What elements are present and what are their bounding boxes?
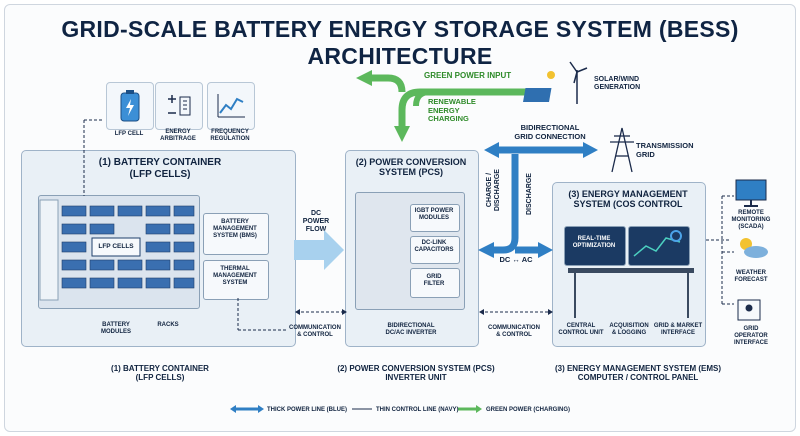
remote-monitoring-label: REMOTE MONITORING (SCADA)	[731, 210, 771, 230]
thermal-box	[203, 260, 269, 300]
grid-filter-box	[410, 268, 460, 298]
pcs-header: (2) POWER CONVERSION SYSTEM (PCS)	[355, 157, 467, 178]
acquisition-logging-label: ACQUISITION & LOGGING	[609, 323, 649, 336]
solar-wind-label: SOLAR/WIND GENERATION	[594, 76, 641, 92]
chart-trend-icon	[207, 82, 255, 130]
legend-thin-control: THIN CONTROL LINE (NAVY)	[376, 407, 459, 413]
communication-control-label-2: COMMUNICATION & CONTROL	[488, 325, 540, 338]
page-title: GRID-SCALE BATTERY ENERGY STORAGE SYSTEM…	[61, 16, 739, 69]
battery-cell-icon	[106, 82, 154, 130]
grid-filter-label: GRID FILTER	[423, 274, 445, 287]
green-power-input-label: GREEN POWER INPUT	[424, 71, 512, 80]
bms-box	[203, 213, 269, 255]
racks-label: RACKS	[157, 322, 179, 328]
bms-label: BATTERY MANAGEMENT SYSTEM (BMS)	[213, 219, 257, 239]
grid-market-label: GRID & MARKET INTERFACE	[653, 323, 703, 336]
legend-green-power: GREEN POWER (CHARGING)	[486, 407, 570, 413]
communication-control-label-1: COMMUNICATION & CONTROL	[289, 325, 341, 338]
dc-power-flow-label: DC POWER FLOW	[302, 210, 330, 234]
caption-pcs: (2) POWER CONVERSION SYSTEM (PCS) INVERT…	[337, 364, 495, 383]
energy-arbitrage-label: ENERGY ARBITRAGE	[160, 129, 196, 142]
renewable-charging-label: RENEWABLE ENERGY CHARGING	[428, 97, 476, 124]
bidirectional-inverter-label: BIDIRECTIONAL DC/AC INVERTER	[385, 323, 437, 336]
battery-container-header: (1) BATTERY CONTAINER (LFP CELLS)	[98, 157, 222, 180]
charge-discharge-label: CHARGE / DISCHARGE	[485, 169, 501, 212]
dc-link-label: DC-LINK CAPACITORS	[414, 240, 454, 253]
battery-modules-label: BATTERY MODULES	[101, 322, 131, 335]
bidirectional-grid-label: BIDIRECTIONAL GRID CONNECTION	[514, 123, 586, 141]
legend-thick-power: THICK POWER LINE (BLUE)	[267, 407, 347, 413]
dc-link-box	[410, 236, 460, 264]
caption-ems: (3) ENERGY MANAGEMENT SYSTEM (EMS) COMPU…	[554, 364, 722, 383]
lfp-cell-label: LFP CELL	[114, 131, 144, 137]
lfp-cells-label: LFP CELLS	[98, 243, 134, 250]
realtime-optimization-label: REAL-TIME OPTIMIZATION	[572, 236, 616, 249]
battery-racks	[38, 195, 200, 309]
ems-screen-left	[564, 226, 626, 266]
ems-screen-right[interactable]	[628, 226, 690, 266]
caption-battery: (1) BATTERY CONTAINER (LFP CELLS)	[111, 364, 209, 383]
central-control-label: CENTRAL CONTROL UNIT	[558, 323, 604, 336]
dc-ac-label: DC ↔ AC	[499, 255, 533, 264]
discharge-label: DISCHARGE	[525, 173, 533, 216]
thermal-label: THERMAL MANAGEMENT SYSTEM	[213, 266, 257, 286]
frequency-regulation-label: FREQUENCY REGULATION	[210, 129, 250, 142]
igbt-box	[410, 204, 460, 232]
arbitrage-icon	[155, 82, 203, 130]
weather-forecast-label: WEATHER FORECAST	[734, 270, 768, 283]
grid-operator-label: GRID OPERATOR INTERFACE	[733, 326, 768, 346]
transmission-grid-label: TRANSMISSION GRID	[636, 141, 694, 159]
igbt-label: IGBT POWER MODULES	[414, 208, 454, 221]
ems-header: (3) ENERGY MANAGEMENT SYSTEM (COS CONTRO…	[568, 189, 688, 210]
